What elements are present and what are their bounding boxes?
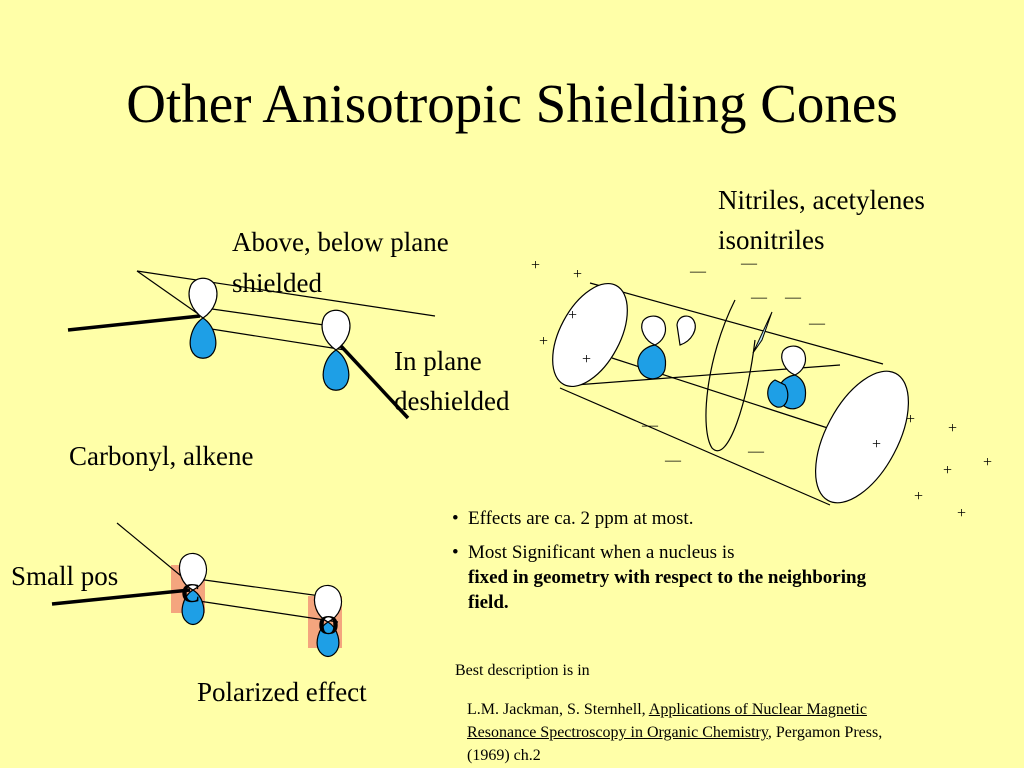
label-above-below-1: Above, below plane xyxy=(232,227,449,257)
minus-sign: — xyxy=(664,452,682,469)
label-in-plane-2: deshielded xyxy=(394,386,510,416)
nitrile-cone-diagram: + + + + + + + + + + + + — — — — — — — — xyxy=(531,255,992,522)
plus-sign: + xyxy=(872,436,881,453)
minus-sign: — xyxy=(740,255,758,272)
atom-o-label: O xyxy=(318,610,339,640)
bullet-item: Most Significant when a nucleus isfixed … xyxy=(452,540,892,615)
plus-sign: + xyxy=(914,488,923,505)
plus-sign: + xyxy=(573,266,582,283)
plus-sign: + xyxy=(582,351,591,368)
page-title: Other Anisotropic Shielding Cones xyxy=(126,73,898,134)
oxygen-polarized-orbital xyxy=(313,584,343,658)
cone-base-right xyxy=(815,370,909,504)
plus-sign: + xyxy=(957,505,966,522)
plus-sign: + xyxy=(531,257,540,274)
plus-sign: + xyxy=(983,454,992,471)
minus-sign: — xyxy=(750,289,768,306)
label-in-plane-1: In plane xyxy=(394,346,482,376)
plus-sign: + xyxy=(539,333,548,350)
reference-citation: L.M. Jackman, S. Sternhell, Applications… xyxy=(467,698,897,767)
label-polarized-effect: Polarized effect xyxy=(197,677,367,707)
bullet-list: Effects are ca. 2 ppm at most. Most Sign… xyxy=(452,506,892,624)
plus-sign: + xyxy=(943,462,952,479)
field-arrow xyxy=(752,311,773,354)
reference-intro: Best description is in xyxy=(455,662,590,679)
bullet-bold-text: fixed in geometry with respect to the ne… xyxy=(468,567,867,613)
label-carbonyl-alkene: Carbonyl, alkene xyxy=(69,441,254,471)
label-above-below-2: shielded xyxy=(232,268,322,298)
reference-authors: L.M. Jackman, S. Sternhell, xyxy=(467,701,649,718)
nitrile-orbital-1 xyxy=(637,315,696,380)
plus-sign: + xyxy=(948,420,957,437)
atom-c-label: C xyxy=(181,578,201,608)
minus-sign: — xyxy=(808,315,826,332)
minus-sign: — xyxy=(747,443,765,460)
minus-sign: — xyxy=(641,417,659,434)
plus-sign: + xyxy=(568,307,577,324)
nitrile-orbital-2 xyxy=(767,345,807,410)
minus-sign: — xyxy=(784,289,802,306)
cone-base-left xyxy=(552,282,628,388)
bullet-item: Effects are ca. 2 ppm at most. xyxy=(452,506,892,531)
label-nitriles-1: Nitriles, acetylenes xyxy=(718,185,925,215)
carbon-polarized-orbital xyxy=(178,552,208,626)
reference-publisher: , Pergamon Press, (1969) ch.2 xyxy=(467,724,883,764)
plus-sign: + xyxy=(906,411,915,428)
label-nitriles-2: isonitriles xyxy=(718,225,825,255)
polarized-diagram: C O xyxy=(51,522,343,658)
reference-book-title[interactable]: Applications of Nuclear Magnetic Resonan… xyxy=(467,701,867,741)
carbonyl-diagram xyxy=(67,270,436,420)
label-small-pos: Small pos xyxy=(11,561,119,591)
minus-sign: — xyxy=(689,263,707,280)
